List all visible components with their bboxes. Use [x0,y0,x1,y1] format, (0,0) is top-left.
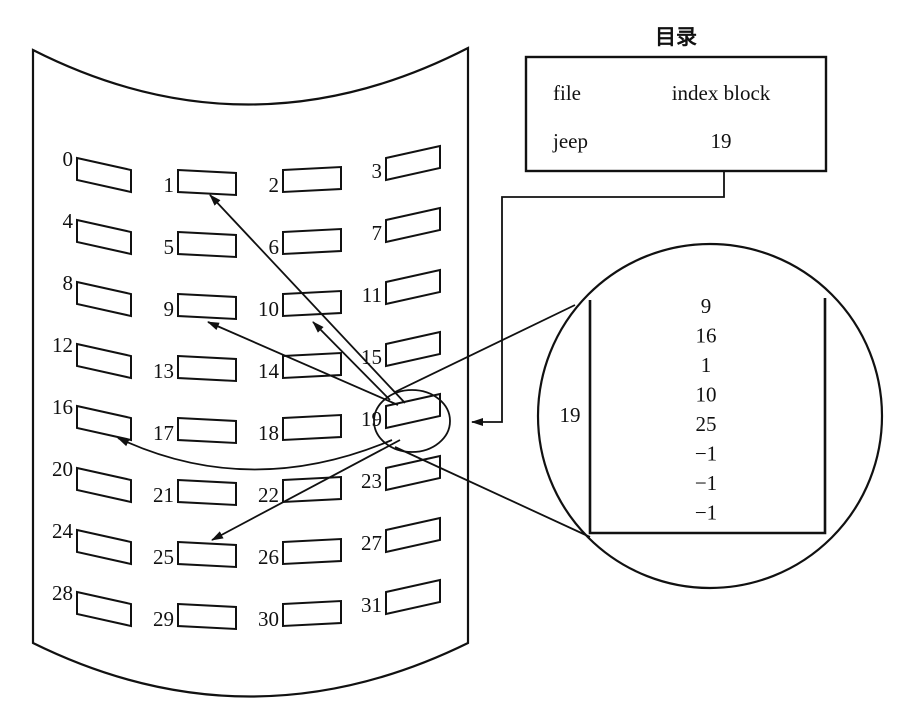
disk-block-label: 16 [52,395,73,419]
disk-block-label: 6 [269,235,280,259]
directory-table [524,55,828,173]
index-entry: −1 [695,501,717,525]
disk-block-26 [282,537,342,566]
disk-block-17 [177,416,237,445]
disk-block-6 [282,227,342,256]
directory-row-index-block: 19 [711,129,732,153]
disk-block-label: 26 [258,545,279,569]
disk-block-label: 18 [258,421,279,445]
disk-block-22 [282,475,342,504]
disk-block-20 [76,466,132,504]
disk-block-9 [177,292,237,321]
index-entry: 25 [696,412,717,436]
disk-block-29 [177,602,237,631]
index-block-entries: 9 16 1 10 25 −1 −1 −1 [695,294,717,525]
disk-block-19 [385,392,441,430]
disk-block-8 [76,280,132,318]
index-block-label: 19 [560,403,581,427]
disk-block-31 [385,578,441,616]
pointer-arrow-to-block-25 [211,439,401,541]
pointer-arrow-to-block-9 [207,321,399,406]
disk-block-label: 10 [258,297,279,321]
disk-block-11 [385,268,441,306]
disk-block-label: 28 [52,581,73,605]
disk-block-1 [177,168,237,197]
disk-block-label: 14 [258,359,280,383]
zoom-line-bottom [394,446,591,538]
disk-block-label: 19 [361,407,382,431]
disk-block-5 [177,230,237,259]
index-entry: −1 [695,442,717,466]
index-entry: 16 [696,324,717,348]
disk-block-24 [76,528,132,566]
disk-block-label: 24 [52,519,74,543]
disk-block-16 [76,404,132,442]
index-entry: 9 [701,294,712,318]
disk-block-label: 21 [153,483,174,507]
disk-block-25 [177,540,237,569]
disk-block-label: 12 [52,333,73,357]
disk-block-label: 15 [361,345,382,369]
directory-row-file: jeep [552,129,588,153]
disk-block-13 [177,354,237,383]
disk-block-label: 17 [153,421,174,445]
disk-block-2 [282,165,342,194]
disk-block-14 [282,351,342,380]
pointer-arrows [117,194,406,541]
disk-outline [31,46,470,698]
disk-block-label: 3 [372,159,383,183]
index-block-highlight-circle [373,389,451,453]
disk-block-label: 29 [153,607,174,631]
disk-block-label: 22 [258,483,279,507]
index-entry: 1 [701,353,712,377]
disk-block-18 [282,413,342,442]
disk-block-27 [385,516,441,554]
disk-block-label: 2 [269,173,280,197]
pointer-arrow-to-block-16 [117,437,393,471]
disk-block-label: 27 [361,531,382,555]
disk-block-label: 30 [258,607,279,631]
pointer-arrow-to-block-1 [209,194,406,404]
disk-block-15 [385,330,441,368]
disk-block-label: 9 [164,297,175,321]
disk-block-label: 4 [63,209,74,233]
disk-block-label: 7 [372,221,383,245]
zoom-line-top [394,304,576,393]
disk-block-label: 0 [63,147,74,171]
directory-header-file: file [553,81,581,105]
disk-block-label: 5 [164,235,175,259]
disk-block-label: 20 [52,457,73,481]
disk-block-30 [282,599,342,628]
disk-block-label: 23 [361,469,382,493]
disk-block-label: 13 [153,359,174,383]
disk-block-0 [76,156,132,194]
directory-header-index-block: index block [672,81,771,105]
disk-block-label: 1 [164,173,175,197]
disk-block-label: 11 [362,283,382,307]
disk-block-label: 31 [361,593,382,617]
index-block-bracket [588,298,827,535]
index-entry: −1 [695,471,717,495]
index-block-magnified-circle [536,242,884,590]
disk-block-12 [76,342,132,380]
disk-block-label: 8 [63,271,74,295]
disk-block-21 [177,478,237,507]
disk-block-23 [385,454,441,492]
directory-connector-arrow [471,172,725,426]
disk-block-4 [76,218,132,256]
pointer-arrow-to-block-10 [312,321,391,401]
disk-block-7 [385,206,441,244]
disk-block-3 [385,144,441,182]
disk-block-28 [76,590,132,628]
disk-block-label: 25 [153,545,174,569]
directory-title: 目录 [655,25,697,49]
index-entry: 10 [696,383,717,407]
